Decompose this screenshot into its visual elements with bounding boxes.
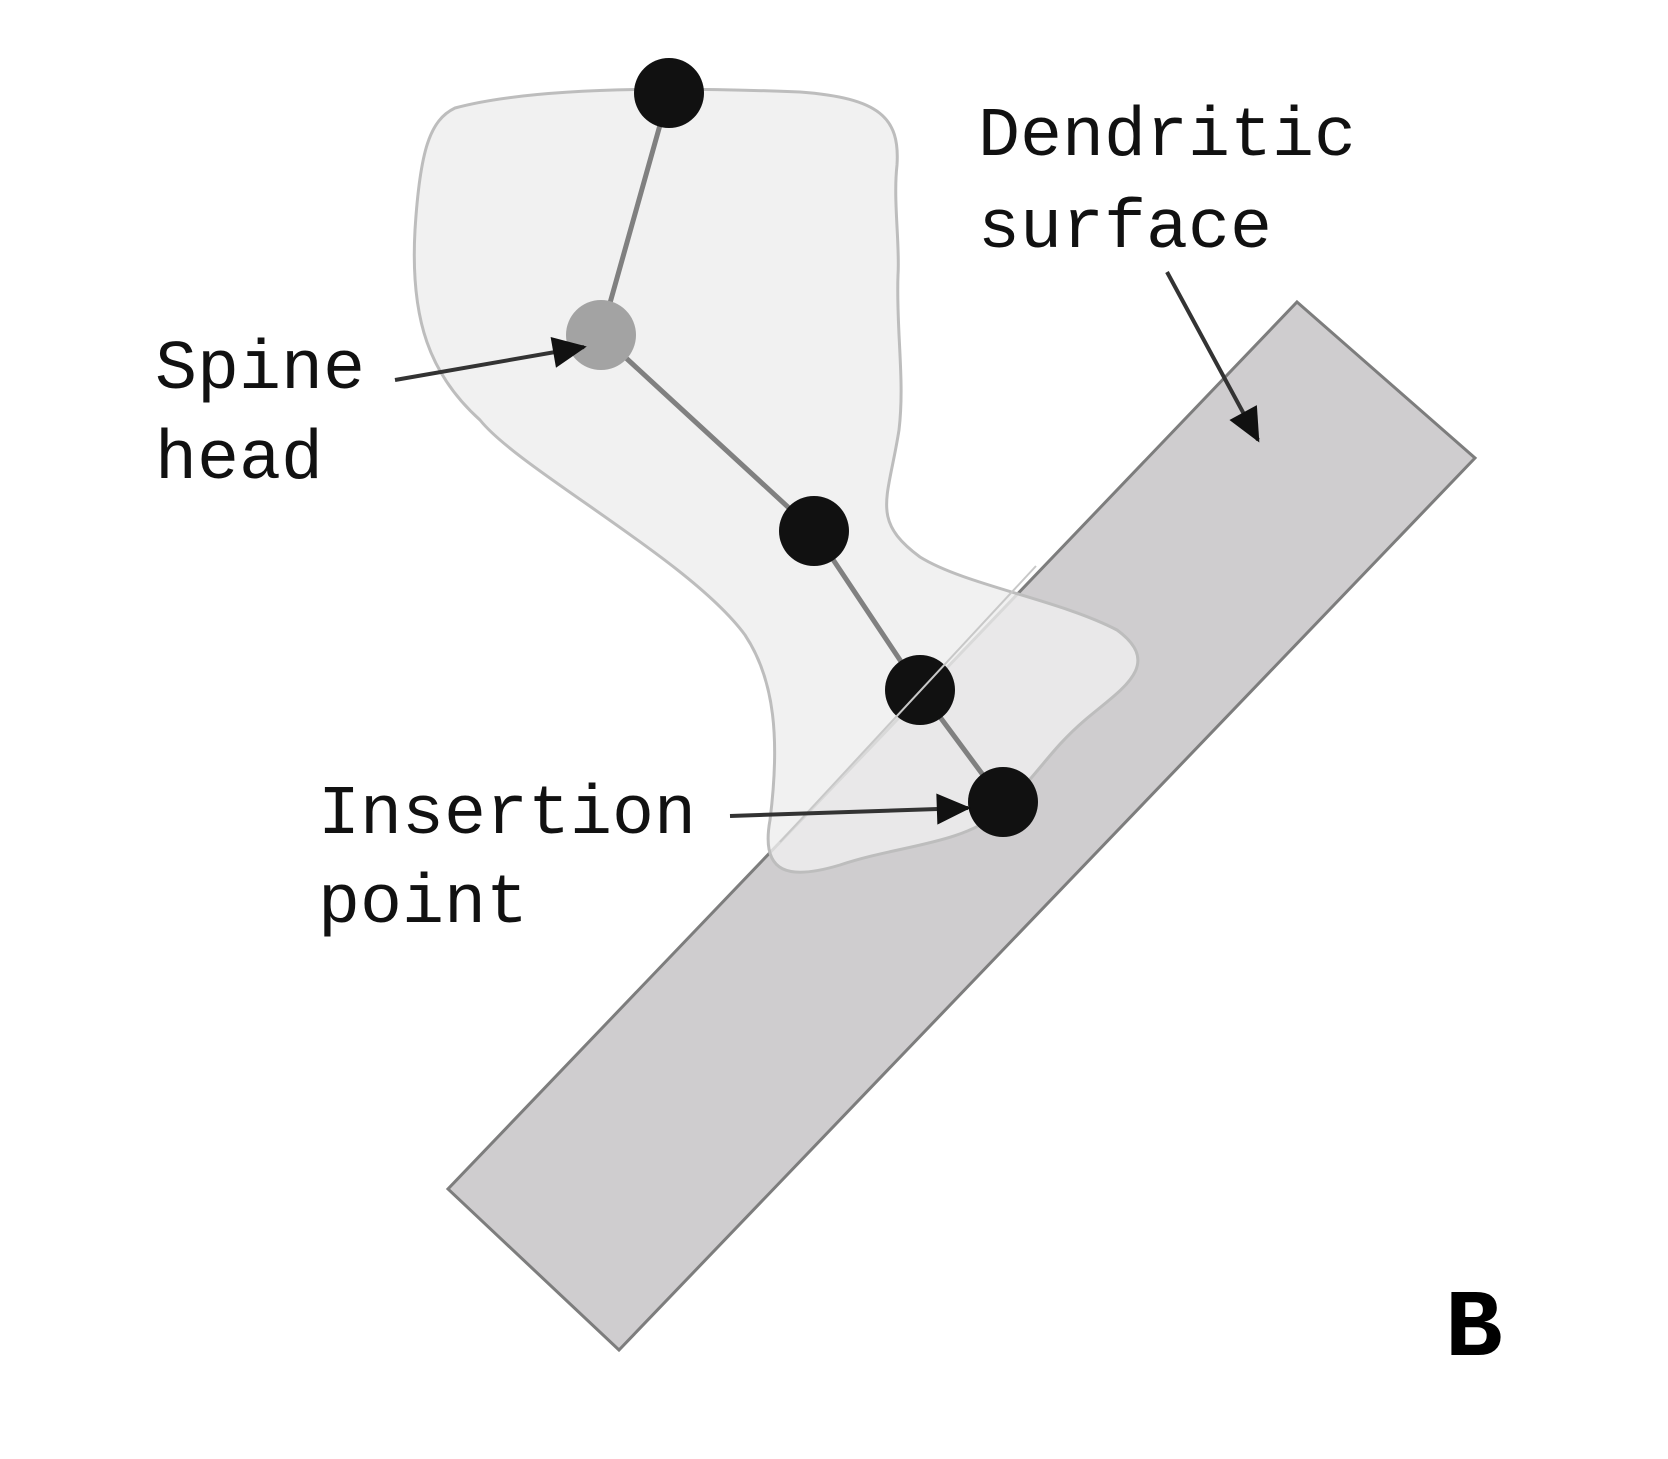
skeleton-node-tip (634, 58, 704, 128)
insertion-point-arrow (729, 793, 971, 825)
dendrite-edge-through-spine (779, 565, 1037, 843)
spine-head-arrow (394, 337, 587, 382)
spine-head-label-line1: Spine (155, 331, 365, 410)
insertion-point-node (968, 767, 1038, 837)
dendritic-surface-label-line1: Dendritic (978, 98, 1356, 177)
dendritic-surface-label-line2: surface (978, 190, 1272, 269)
skeleton-segment (598, 90, 672, 338)
spine-outline (412, 87, 1140, 874)
dendritic-surface-arrow (1165, 271, 1260, 443)
spine-head-node (566, 300, 636, 370)
spine-head-label-line2: head (155, 421, 323, 500)
insertion-point-label-line2: point (318, 865, 528, 944)
panel-letter: B (1445, 1275, 1503, 1384)
insertion-point-label-line1: Insertion (318, 776, 696, 855)
skeleton-node (779, 496, 849, 566)
skeleton-segment (598, 332, 817, 534)
